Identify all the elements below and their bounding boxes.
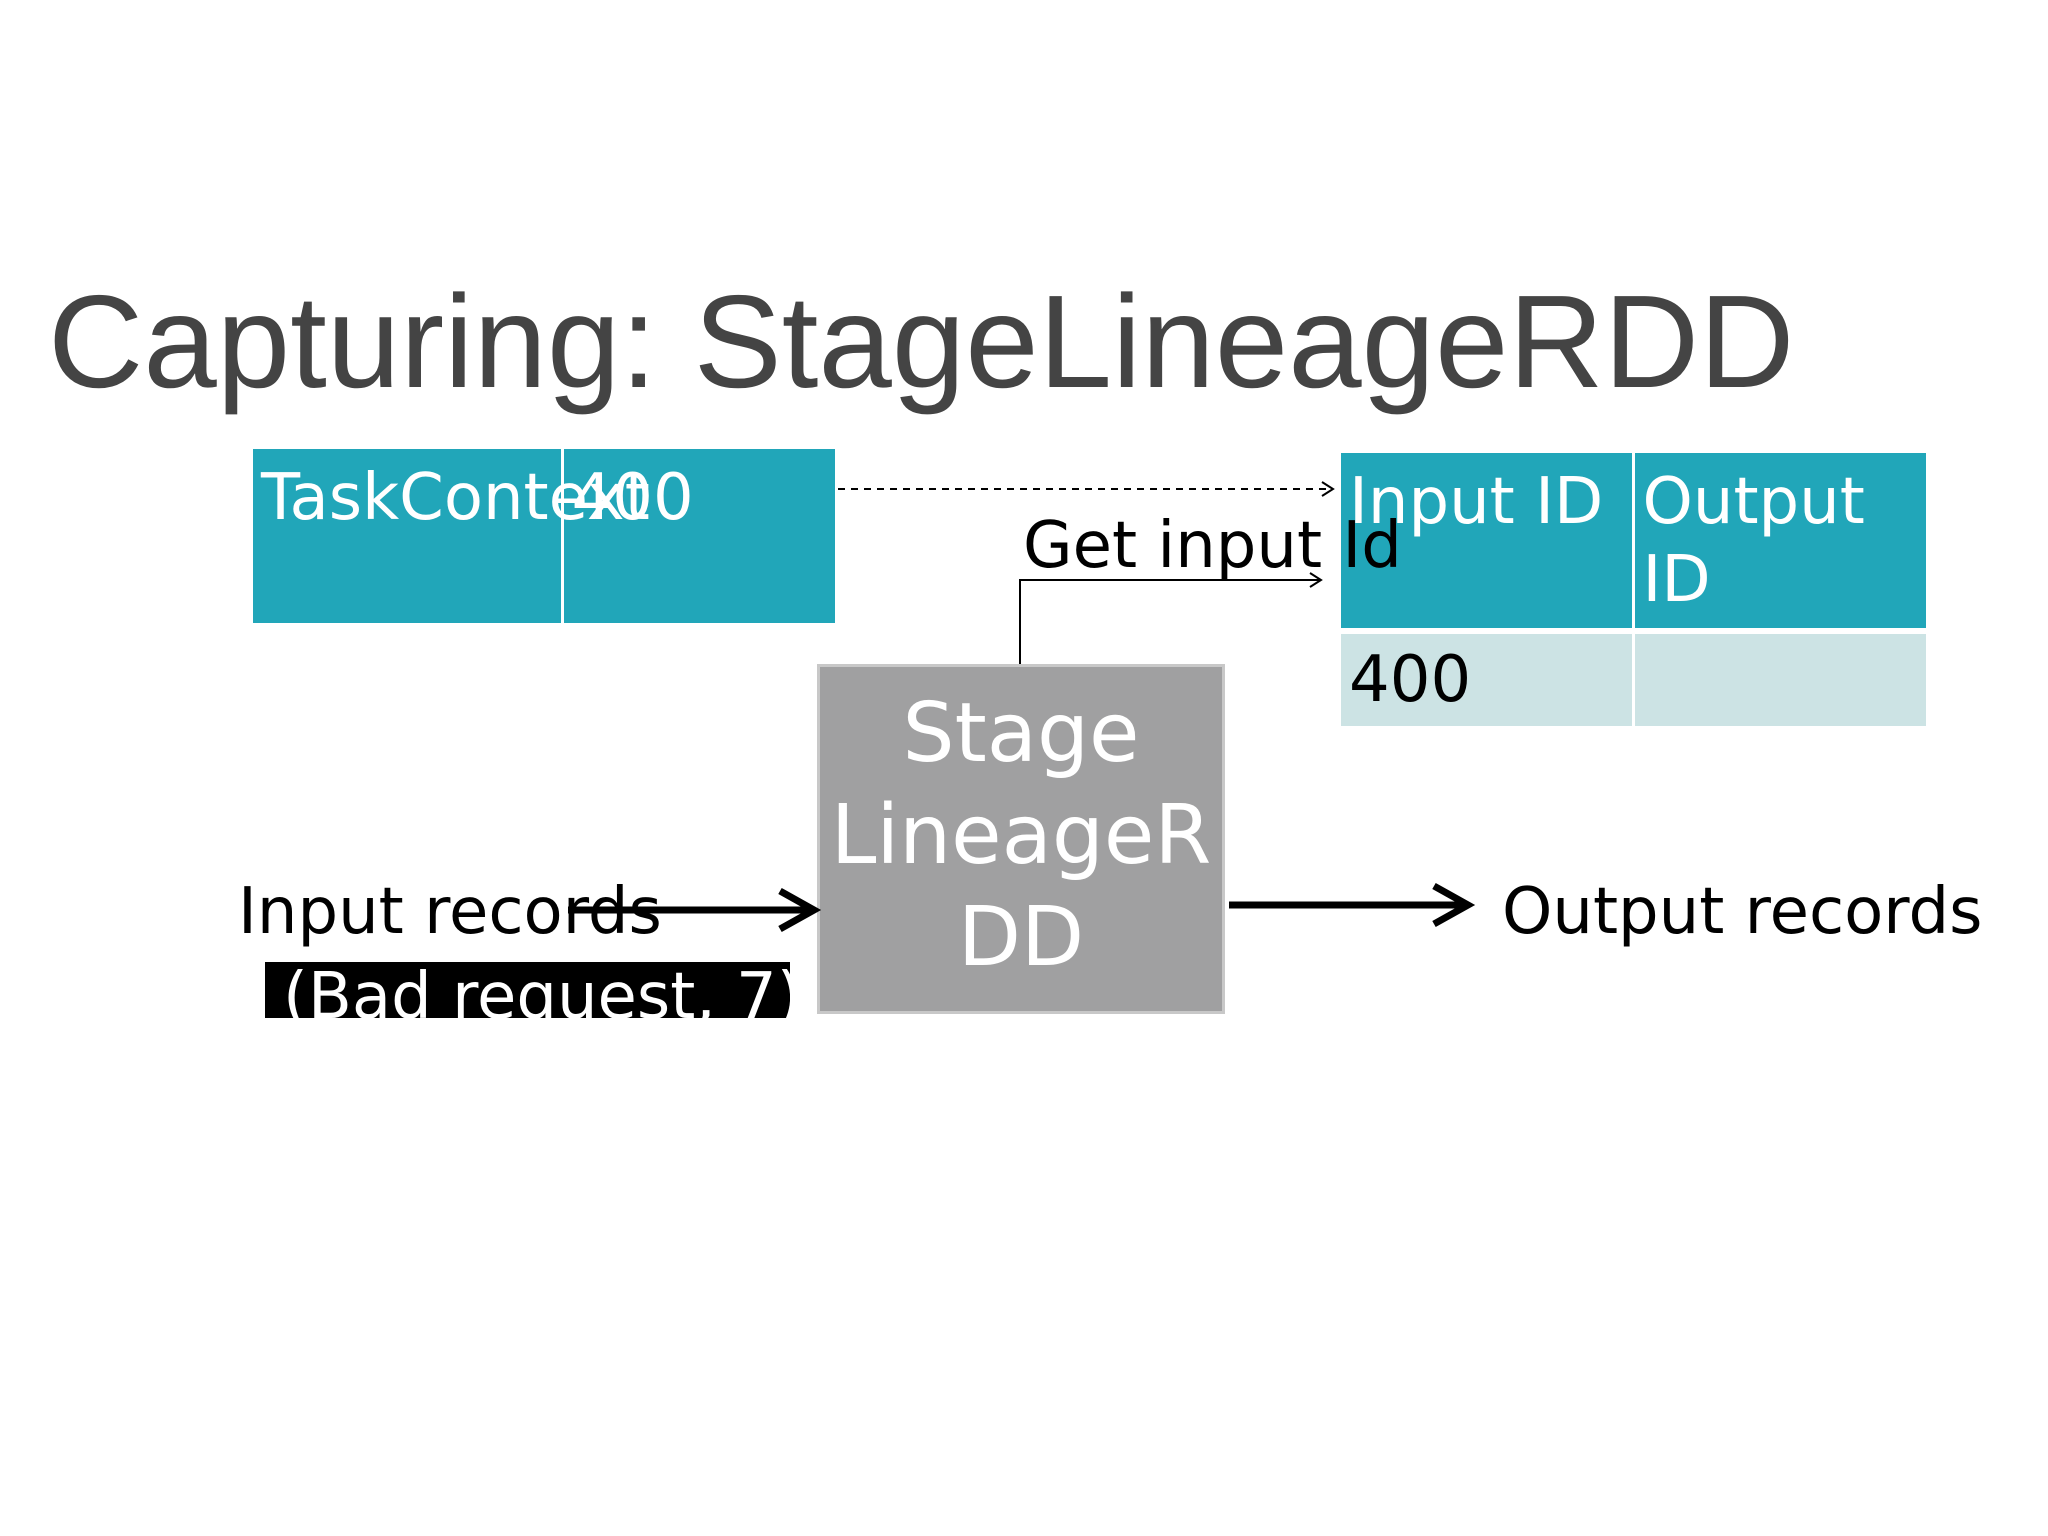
task-context-table: TaskContext 400 — [253, 449, 835, 623]
stage-box-line-3: DD — [957, 890, 1085, 985]
stage-box-line-2: LineageR — [830, 788, 1212, 883]
bad-request-record-label: (Bad request, 7) — [265, 962, 790, 1018]
dashed-context-arrowhead — [1321, 481, 1335, 497]
stage-box-line-1: Stage — [902, 686, 1140, 781]
get-input-id-arrowhead — [1309, 572, 1323, 588]
get-input-id-label: Get input Id — [1023, 509, 1402, 583]
slide-title: Capturing: StageLineageRDD — [48, 268, 1795, 415]
output-records-arrowhead — [1432, 882, 1476, 928]
input-id-header: Input ID — [1341, 453, 1633, 631]
get-input-id-arrow — [1019, 579, 1320, 664]
output-id-header: Output ID — [1631, 453, 1926, 631]
stage-lineage-rdd-box: Stage LineageR DD — [817, 664, 1225, 1014]
task-context-value-cell: 400 — [560, 449, 835, 623]
input-id-cell: 400 — [1341, 628, 1633, 726]
input-records-arrowhead — [778, 887, 822, 933]
output-records-label: Output records — [1502, 875, 1983, 949]
output-id-cell — [1631, 628, 1926, 726]
lineage-table: Input ID Output ID 400 — [1341, 453, 1926, 726]
